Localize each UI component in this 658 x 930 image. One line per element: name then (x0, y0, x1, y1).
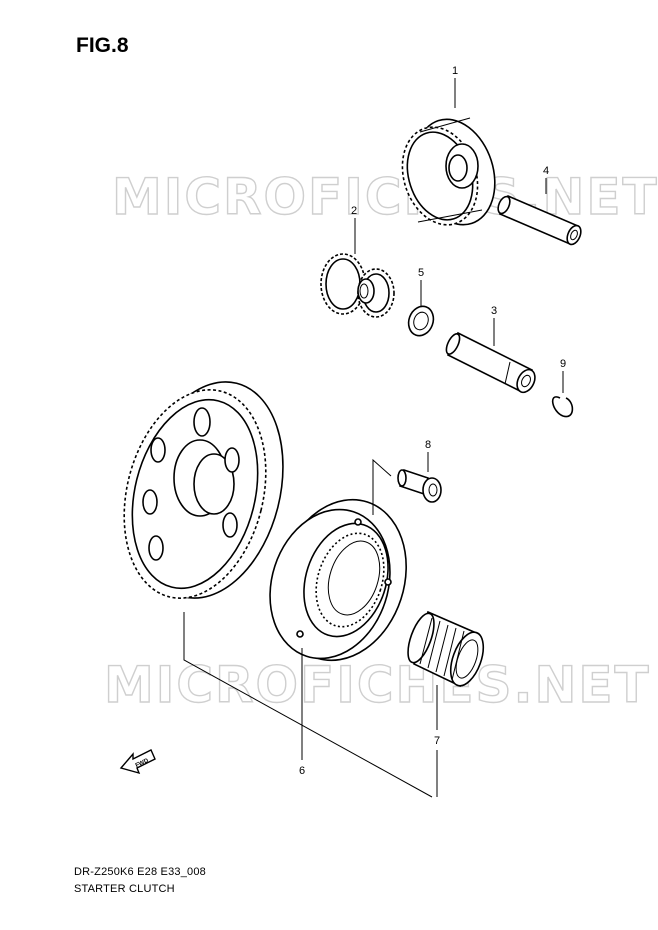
fwd-label: FWD (135, 758, 151, 770)
section-name: STARTER CLUTCH (74, 883, 175, 895)
callout-2: 2 (351, 205, 357, 217)
part-8-bolt (397, 468, 442, 503)
part-1-idle-gear (401, 117, 496, 226)
part-2-double-gear (320, 253, 395, 318)
part-6-starter-clutch (269, 498, 407, 662)
watermark-top: MICROFICHES.NET (112, 168, 658, 226)
starter-driven-gear (123, 381, 284, 599)
part-5-washer (407, 305, 435, 337)
callout-3: 3 (491, 305, 497, 317)
callout-4: 4 (543, 165, 549, 177)
fwd-arrow-icon: FWD (119, 749, 156, 775)
callout-6: 6 (299, 765, 305, 777)
figure-title: FIG.8 (76, 34, 129, 57)
part-4-shaft (497, 194, 582, 246)
callout-7: 7 (434, 735, 440, 747)
callout-5: 5 (418, 267, 424, 279)
part-9-circlip (551, 396, 574, 418)
watermark-bottom: MICROFICHES.NET (104, 656, 651, 714)
part-3-shaft (445, 331, 536, 394)
part-7-needle-bearing (407, 610, 485, 688)
callout-8: 8 (425, 439, 431, 451)
model-code: DR-Z250K6 E28 E33_008 (74, 866, 207, 878)
leader-lines (183, 78, 564, 798)
callout-9: 9 (560, 358, 566, 370)
callout-1: 1 (452, 65, 458, 77)
